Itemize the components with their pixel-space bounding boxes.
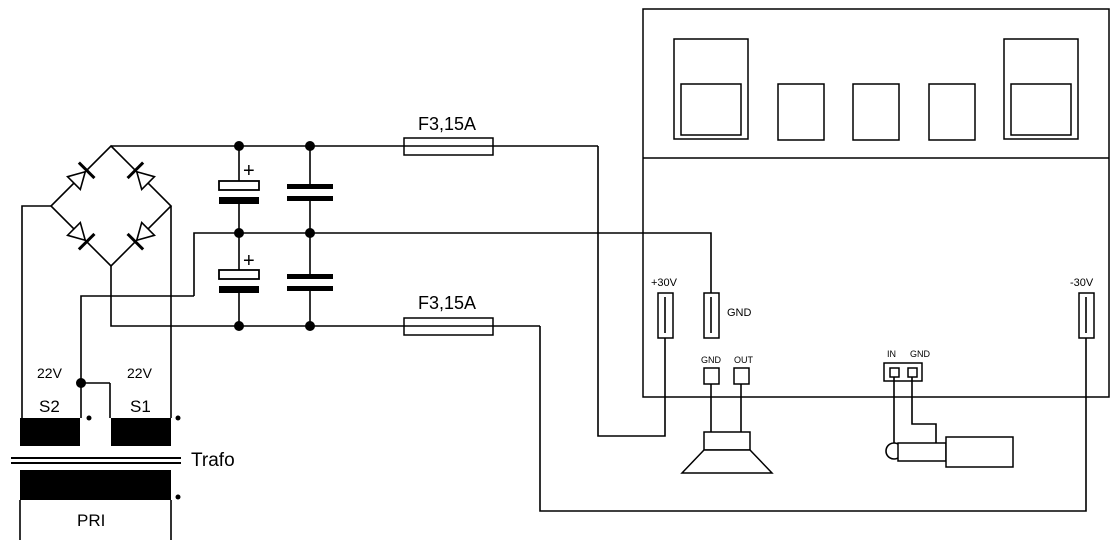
film-capacitor-bottom	[287, 274, 333, 291]
input-jack	[885, 436, 1014, 468]
amplifier-module	[642, 8, 1110, 398]
label-s1: S1	[130, 397, 151, 416]
label-speaker-gnd: GND	[701, 355, 722, 365]
electrolytic-capacitor-top	[218, 180, 260, 204]
label-fuse-bottom: F3,15A	[418, 293, 476, 313]
label-fuse-top: F3,15A	[418, 114, 476, 134]
input-gnd-pin	[907, 367, 918, 378]
wire-plus30	[597, 146, 666, 437]
wire-centertap	[80, 295, 194, 383]
cap-plus-bottom: +	[243, 250, 255, 272]
wire-input-gnd	[911, 377, 937, 443]
wire-minus30	[539, 326, 1087, 512]
transformer	[11, 415, 181, 540]
input-in-pin	[889, 367, 900, 378]
bridge-rectifier	[49, 144, 173, 268]
label-trafo: Trafo	[191, 450, 235, 471]
component-2	[852, 83, 900, 141]
label-input-in: IN	[887, 349, 896, 359]
component-1	[777, 83, 825, 141]
wire-ac-s2	[21, 205, 51, 418]
speaker-out-pin	[733, 367, 750, 385]
label-input-gnd: GND	[910, 349, 931, 359]
speaker-gnd-pin	[703, 367, 720, 385]
label-gnd-terminal: GND	[727, 307, 752, 319]
wires	[21, 145, 1087, 512]
film-capacitor-top	[287, 184, 333, 201]
winding-s1	[111, 418, 171, 446]
label-22v-right: 22V	[127, 365, 153, 381]
winding-primary	[20, 470, 171, 500]
power-transistor-right	[1003, 38, 1079, 140]
label-22v-left: 22V	[37, 365, 63, 381]
fuse-top	[403, 137, 494, 156]
component-3	[928, 83, 976, 141]
label-plus30v: +30V	[651, 277, 678, 289]
diode-2	[126, 161, 156, 191]
diode-3	[66, 221, 96, 251]
junction-dots	[76, 141, 315, 388]
wire-gnd	[193, 232, 712, 296]
winding-s2	[20, 418, 80, 446]
label-s2: S2	[39, 397, 60, 416]
diode-1	[66, 161, 96, 191]
label-minus30v: -30V	[1070, 277, 1094, 289]
fuse-bottom	[403, 317, 494, 336]
speaker	[680, 431, 774, 474]
label-pri: PRI	[77, 511, 105, 530]
bridge-outline	[49, 144, 173, 268]
power-transistor-left	[673, 38, 749, 140]
label-speaker-out: OUT	[734, 355, 754, 365]
electrolytic-capacitor-bottom	[218, 269, 260, 293]
diode-4	[126, 221, 156, 251]
cap-plus-top: +	[243, 160, 255, 182]
